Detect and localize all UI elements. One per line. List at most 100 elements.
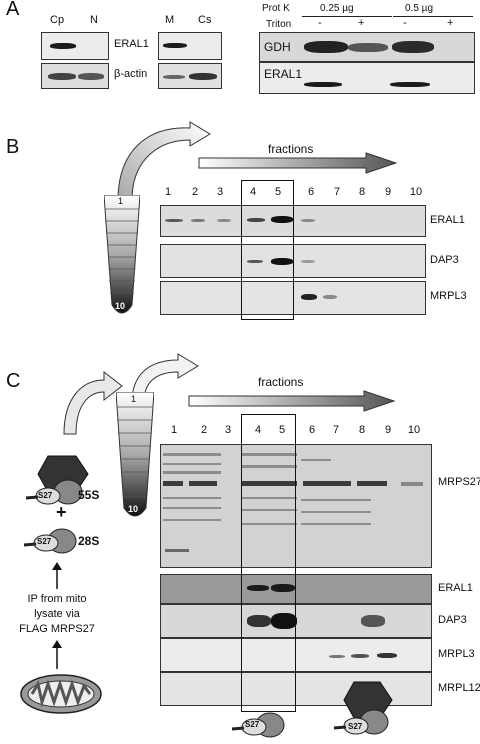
lane-number: 4 xyxy=(254,424,262,436)
tube-c-bottom-label: 10 xyxy=(128,504,139,514)
curved-arrow-icon xyxy=(131,353,199,403)
s27-label-2: S27 xyxy=(37,537,52,546)
ip-text-line: lysate via xyxy=(34,608,80,620)
lane-number: 4 xyxy=(249,186,257,198)
fractions-arrow-icon xyxy=(198,152,398,174)
mitochondrion-icon xyxy=(20,674,102,714)
lane-number: 6 xyxy=(308,424,316,436)
label-c-mrpl12: MRPL12 xyxy=(438,682,480,694)
label-gdh: GDH xyxy=(264,40,291,54)
band xyxy=(351,654,369,658)
label-dose-1: 0.25 µg xyxy=(320,3,354,14)
ip-text: IP from mito lysate via FLAG MRPS27 xyxy=(12,592,102,637)
gradient-tube-c: 1 10 xyxy=(116,392,154,524)
lane-label-n: N xyxy=(90,14,98,26)
lane-numbers-c: 1 2 3 4 5 6 7 8 9 10 xyxy=(166,424,434,438)
dose-line-2 xyxy=(393,16,473,17)
lane-number: 8 xyxy=(358,186,366,198)
blot-a-cpn-actin xyxy=(41,63,109,89)
sign-1: - xyxy=(318,17,322,29)
gel-c-mrps27 xyxy=(160,444,432,568)
label-a-eral1: ERAL1 xyxy=(114,38,149,50)
panel-b-letter: B xyxy=(6,136,20,158)
blot-a-mcs-actin xyxy=(158,63,222,89)
blot-a-mcs-eral1 xyxy=(158,32,222,60)
label-triton: Triton xyxy=(266,19,292,30)
band xyxy=(247,218,265,222)
blot-a-cpn-eral1 xyxy=(41,32,109,60)
band xyxy=(163,75,185,79)
dose-line-1 xyxy=(302,16,392,17)
band xyxy=(377,653,397,658)
lane-label-m: M xyxy=(165,14,175,26)
blot-a-eral1: ERAL1 xyxy=(259,62,475,94)
up-arrow-icon xyxy=(52,562,62,589)
ip-text-line: IP from mito xyxy=(27,593,87,605)
fractions-arrow-icon xyxy=(188,390,396,412)
lane-number: 2 xyxy=(200,424,208,436)
band xyxy=(191,219,205,222)
band xyxy=(301,294,317,300)
band xyxy=(48,73,76,80)
band xyxy=(165,219,183,222)
blot-c-mrpl3 xyxy=(160,638,432,672)
curved-arrow-icon xyxy=(117,121,211,197)
tube-b-bottom-label: 10 xyxy=(115,301,126,311)
band xyxy=(392,41,434,53)
band xyxy=(189,73,217,80)
lane-number: 1 xyxy=(164,186,172,198)
lane-number: 3 xyxy=(216,186,224,198)
band xyxy=(271,584,295,592)
lane-number: 6 xyxy=(307,186,315,198)
band xyxy=(271,613,297,629)
lane-number: 7 xyxy=(333,186,341,198)
blot-a-gdh: GDH xyxy=(259,32,475,62)
label-protk: Prot K xyxy=(262,3,290,14)
fractions-label-b: fractions xyxy=(268,142,314,156)
lane-number: 8 xyxy=(358,424,366,436)
ribosome-55s-icon xyxy=(333,681,393,735)
band xyxy=(301,219,315,222)
up-arrow-icon xyxy=(52,640,62,669)
lane-number: 9 xyxy=(384,424,392,436)
lane-label-cs: Cs xyxy=(198,14,212,26)
gradient-tube-b: 1 10 xyxy=(104,195,140,321)
lane-number: 1 xyxy=(170,424,178,436)
tube-b-top-label: 1 xyxy=(118,196,124,206)
label-dose-2: 0.5 µg xyxy=(405,3,434,14)
label-b-eral1: ERAL1 xyxy=(430,214,465,226)
lane-number: 5 xyxy=(274,186,282,198)
lane-number: 10 xyxy=(407,424,421,436)
sign-4: + xyxy=(447,17,454,29)
label-b-dap3: DAP3 xyxy=(430,254,459,266)
label-b-mrpl3: MRPL3 xyxy=(430,290,467,302)
plus-sign: + xyxy=(56,502,67,522)
panel-c-letter: C xyxy=(6,370,21,392)
label-c-mrps27: MRPS27 xyxy=(438,476,480,488)
curved-arrow-icon xyxy=(63,370,123,435)
sign-3: - xyxy=(403,17,407,29)
s27-label-3: S27 xyxy=(245,720,260,729)
band xyxy=(217,219,231,222)
s27-label-1: S27 xyxy=(38,491,53,500)
tube-c-top-label: 1 xyxy=(131,394,137,404)
band xyxy=(271,258,293,265)
lane-label-cp: Cp xyxy=(50,14,65,26)
band xyxy=(304,41,348,53)
s27-label-4: S27 xyxy=(348,722,363,731)
band xyxy=(361,615,385,627)
band xyxy=(247,260,263,263)
lane-number: 10 xyxy=(409,186,423,198)
highlight-box-c xyxy=(241,414,296,712)
ribosome-28s-icon xyxy=(231,712,285,738)
band xyxy=(78,73,104,80)
label-c-eral1: ERAL1 xyxy=(438,582,473,594)
label-a-bactin: β-actin xyxy=(114,68,148,80)
blot-c-dap3 xyxy=(160,604,432,638)
panel-a-letter: A xyxy=(6,0,20,20)
ribosome-55s-icon xyxy=(25,455,89,505)
label-a-right-eral1: ERAL1 xyxy=(264,67,303,81)
band xyxy=(247,615,271,627)
lane-number: 9 xyxy=(384,186,392,198)
lane-number: 2 xyxy=(191,186,199,198)
